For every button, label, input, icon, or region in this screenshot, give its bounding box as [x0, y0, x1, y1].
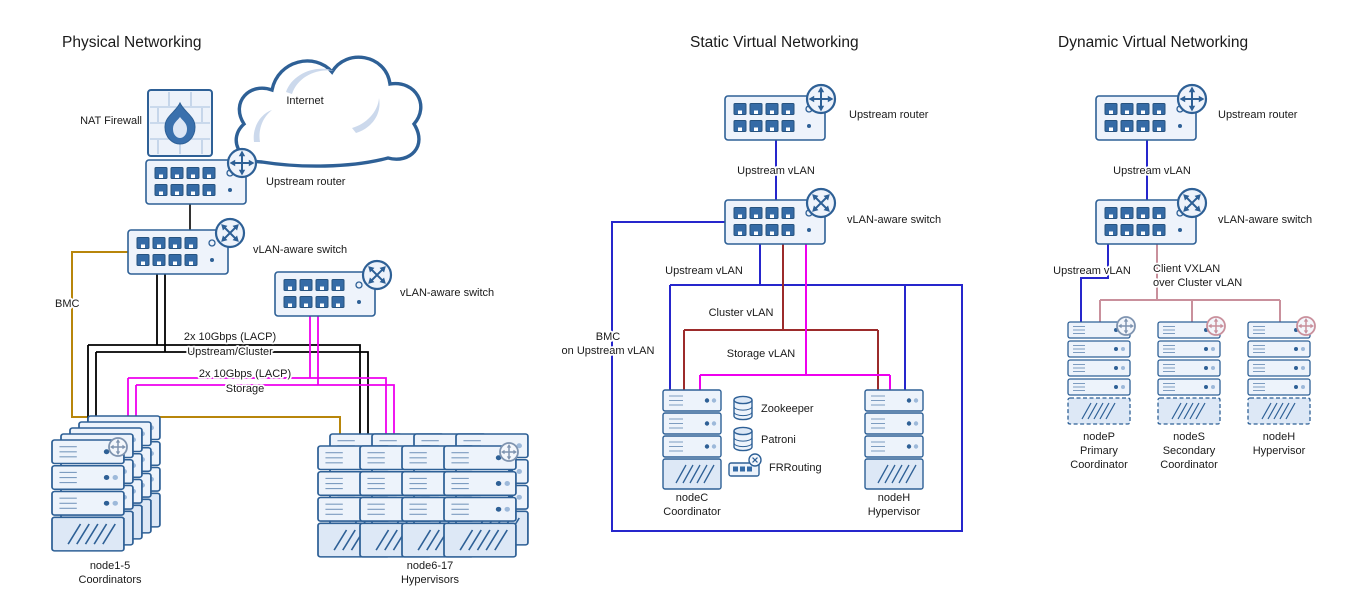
nodep-label-1: nodeP — [1083, 431, 1115, 443]
bmc-upstream-label-2: on Upstream vLAN — [562, 345, 655, 357]
flame-icon — [164, 101, 196, 145]
hypervisors-label-1: node6-17 — [407, 560, 454, 572]
hypervisor-stack — [318, 434, 528, 557]
cluster-vlan-label: Cluster vLAN — [709, 307, 774, 319]
upstream-router-label-dynamic: Upstream router — [1218, 109, 1298, 121]
cloud-swoosh — [286, 68, 334, 94]
lacp-storage-label-2: Storage — [226, 383, 265, 395]
zookeeper-icon — [733, 395, 753, 421]
bmc-upstream-vlan-loop — [611, 221, 963, 532]
router-icon — [805, 83, 837, 115]
nodeh-server-dynamic — [1248, 316, 1316, 424]
cluster-vlan-line — [683, 244, 879, 392]
frrouting-label: FRRouting — [769, 462, 822, 474]
upstream-vlan-line-dynamic — [1080, 244, 1109, 328]
lacp-upstream-label-2: Upstream/Cluster — [187, 346, 273, 358]
upstream-vlan-link-label-static: Upstream vLAN — [737, 165, 815, 177]
nodes-label-3: Coordinator — [1160, 459, 1218, 471]
vlan-switch-2-label: vLAN-aware switch — [400, 287, 494, 299]
physical-title: Physical Networking — [62, 34, 202, 51]
dynamic-virtual-title: Dynamic Virtual Networking — [1058, 34, 1248, 51]
nodep-label-3: Coordinator — [1070, 459, 1128, 471]
upstream-vlan-link-label-dynamic: Upstream vLAN — [1113, 165, 1191, 177]
patroni-icon — [733, 426, 753, 452]
client-vxlan-line — [1099, 244, 1281, 328]
nodes-label-2: Secondary — [1163, 445, 1216, 457]
upstream-router-label-physical: Upstream router — [266, 176, 346, 188]
cloud-swoosh — [352, 98, 380, 133]
lacp-storage-label-1: 2x 10Gbps (LACP) — [199, 368, 291, 380]
patroni-label: Patroni — [761, 434, 796, 446]
nodeh-static-label-1: nodeH — [878, 492, 910, 504]
vlan-switch-dynamic — [1096, 183, 1212, 244]
coordinators-label-2: Coordinators — [79, 574, 142, 586]
nodes-server — [1158, 316, 1226, 424]
upstream-router-device-dynamic — [1096, 83, 1208, 140]
vlan-switch-label-dynamic: vLAN-aware switch — [1218, 214, 1312, 226]
storage-vlan-line — [699, 244, 891, 392]
vxlan-endpoint-icon — [1296, 316, 1316, 336]
nodeh-static-label-2: Hypervisor — [868, 506, 921, 518]
client-vxlan-label-2: over Cluster vLAN — [1153, 277, 1242, 289]
nodec-label-1: nodeC — [676, 492, 708, 504]
nodeh-server-static — [865, 390, 923, 489]
upstream-vlan-line-static — [669, 244, 906, 392]
internet-cloud — [234, 55, 423, 168]
router-icon — [1176, 83, 1208, 115]
nodec-label-2: Coordinator — [663, 506, 721, 518]
upstream-router-device-static — [725, 83, 837, 140]
storage-vlan-label: Storage vLAN — [727, 348, 796, 360]
bmc-upstream-label-1: BMC — [596, 331, 621, 343]
nodec-server — [663, 390, 721, 489]
vxlan-endpoint-icon — [1206, 316, 1226, 336]
lacp-upstream-label-1: 2x 10Gbps (LACP) — [184, 331, 276, 343]
frrouting-icon — [728, 453, 762, 477]
upstream-router-device-physical — [146, 147, 258, 204]
nodes-label-1: nodeS — [1173, 431, 1205, 443]
vlan-switch-1-physical — [128, 213, 250, 274]
stack-plus-icon — [108, 437, 128, 457]
internet-label: Internet — [286, 95, 323, 107]
upstream-router-label-static: Upstream router — [849, 109, 929, 121]
static-virtual-title: Static Virtual Networking — [690, 34, 859, 51]
nodep-label-2: Primary — [1080, 445, 1118, 457]
nodeh-dynamic-label-1: nodeH — [1263, 431, 1295, 443]
bmc-label: BMC — [55, 298, 80, 310]
vlan-switch-label-static: vLAN-aware switch — [847, 214, 941, 226]
nat-firewall-label: NAT Firewall — [80, 115, 142, 127]
vlan-switch-static — [725, 183, 841, 244]
coordinator-stack — [52, 416, 160, 551]
vxlan-endpoint-icon — [1116, 316, 1136, 336]
router-icon — [226, 147, 258, 179]
upstream-vlan-label: Upstream vLAN — [665, 265, 743, 277]
upstream-vlan-label-dynamic: Upstream vLAN — [1053, 265, 1131, 277]
hypervisors-label-2: Hypervisors — [401, 574, 460, 586]
stack-plus-icon — [499, 442, 519, 462]
cloud-swoosh — [253, 110, 272, 142]
vlan-switch-1-label: vLAN-aware switch — [253, 244, 347, 256]
zookeeper-label: Zookeeper — [761, 403, 814, 415]
nodep-server — [1068, 316, 1136, 424]
nodeh-dynamic-label-2: Hypervisor — [1253, 445, 1306, 457]
vlan-switch-2-physical — [275, 255, 397, 316]
coordinators-label-1: node1-5 — [90, 560, 130, 572]
client-vxlan-label-1: Client VXLAN — [1153, 263, 1220, 275]
nat-firewall — [147, 89, 213, 157]
